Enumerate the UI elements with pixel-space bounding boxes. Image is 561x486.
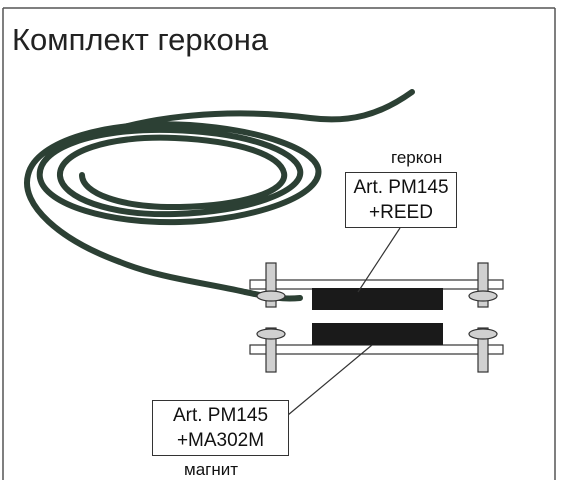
magnet-washer-right <box>468 328 498 340</box>
magnet-bolt-right <box>477 327 489 373</box>
magnet-washer-left <box>256 328 286 340</box>
reed-mount-plate <box>249 279 504 290</box>
magnet-mount-plate <box>249 344 504 355</box>
magnet-bolt-left <box>265 327 277 373</box>
magnet-caption: магнит <box>184 460 239 479</box>
magnet-label-box: Art. PM145 +MA302M <box>152 400 289 456</box>
reed-type-line: +REED <box>369 202 433 223</box>
reed-article-line: Art. PM145 <box>353 177 449 198</box>
reed-bolt-left <box>265 262 277 308</box>
page-title: Комплект геркона <box>12 22 269 57</box>
reed-bolt-right <box>477 262 489 308</box>
reed-washer-left <box>256 290 286 302</box>
magnet-block <box>312 323 443 345</box>
magnet-article-line: Art. PM145 <box>172 405 269 426</box>
reed-switch-block <box>312 288 443 310</box>
magnet-assembly <box>249 323 504 373</box>
reed-leader-line <box>357 227 401 293</box>
reed-switch-assembly <box>249 262 504 310</box>
magnet-leader-line <box>287 344 373 416</box>
reed-caption: геркон <box>391 148 443 167</box>
magnet-type-line: +MA302M <box>176 430 265 451</box>
reed-label-box: Art. PM145 +REED <box>345 172 457 228</box>
reed-washer-right <box>468 290 498 302</box>
